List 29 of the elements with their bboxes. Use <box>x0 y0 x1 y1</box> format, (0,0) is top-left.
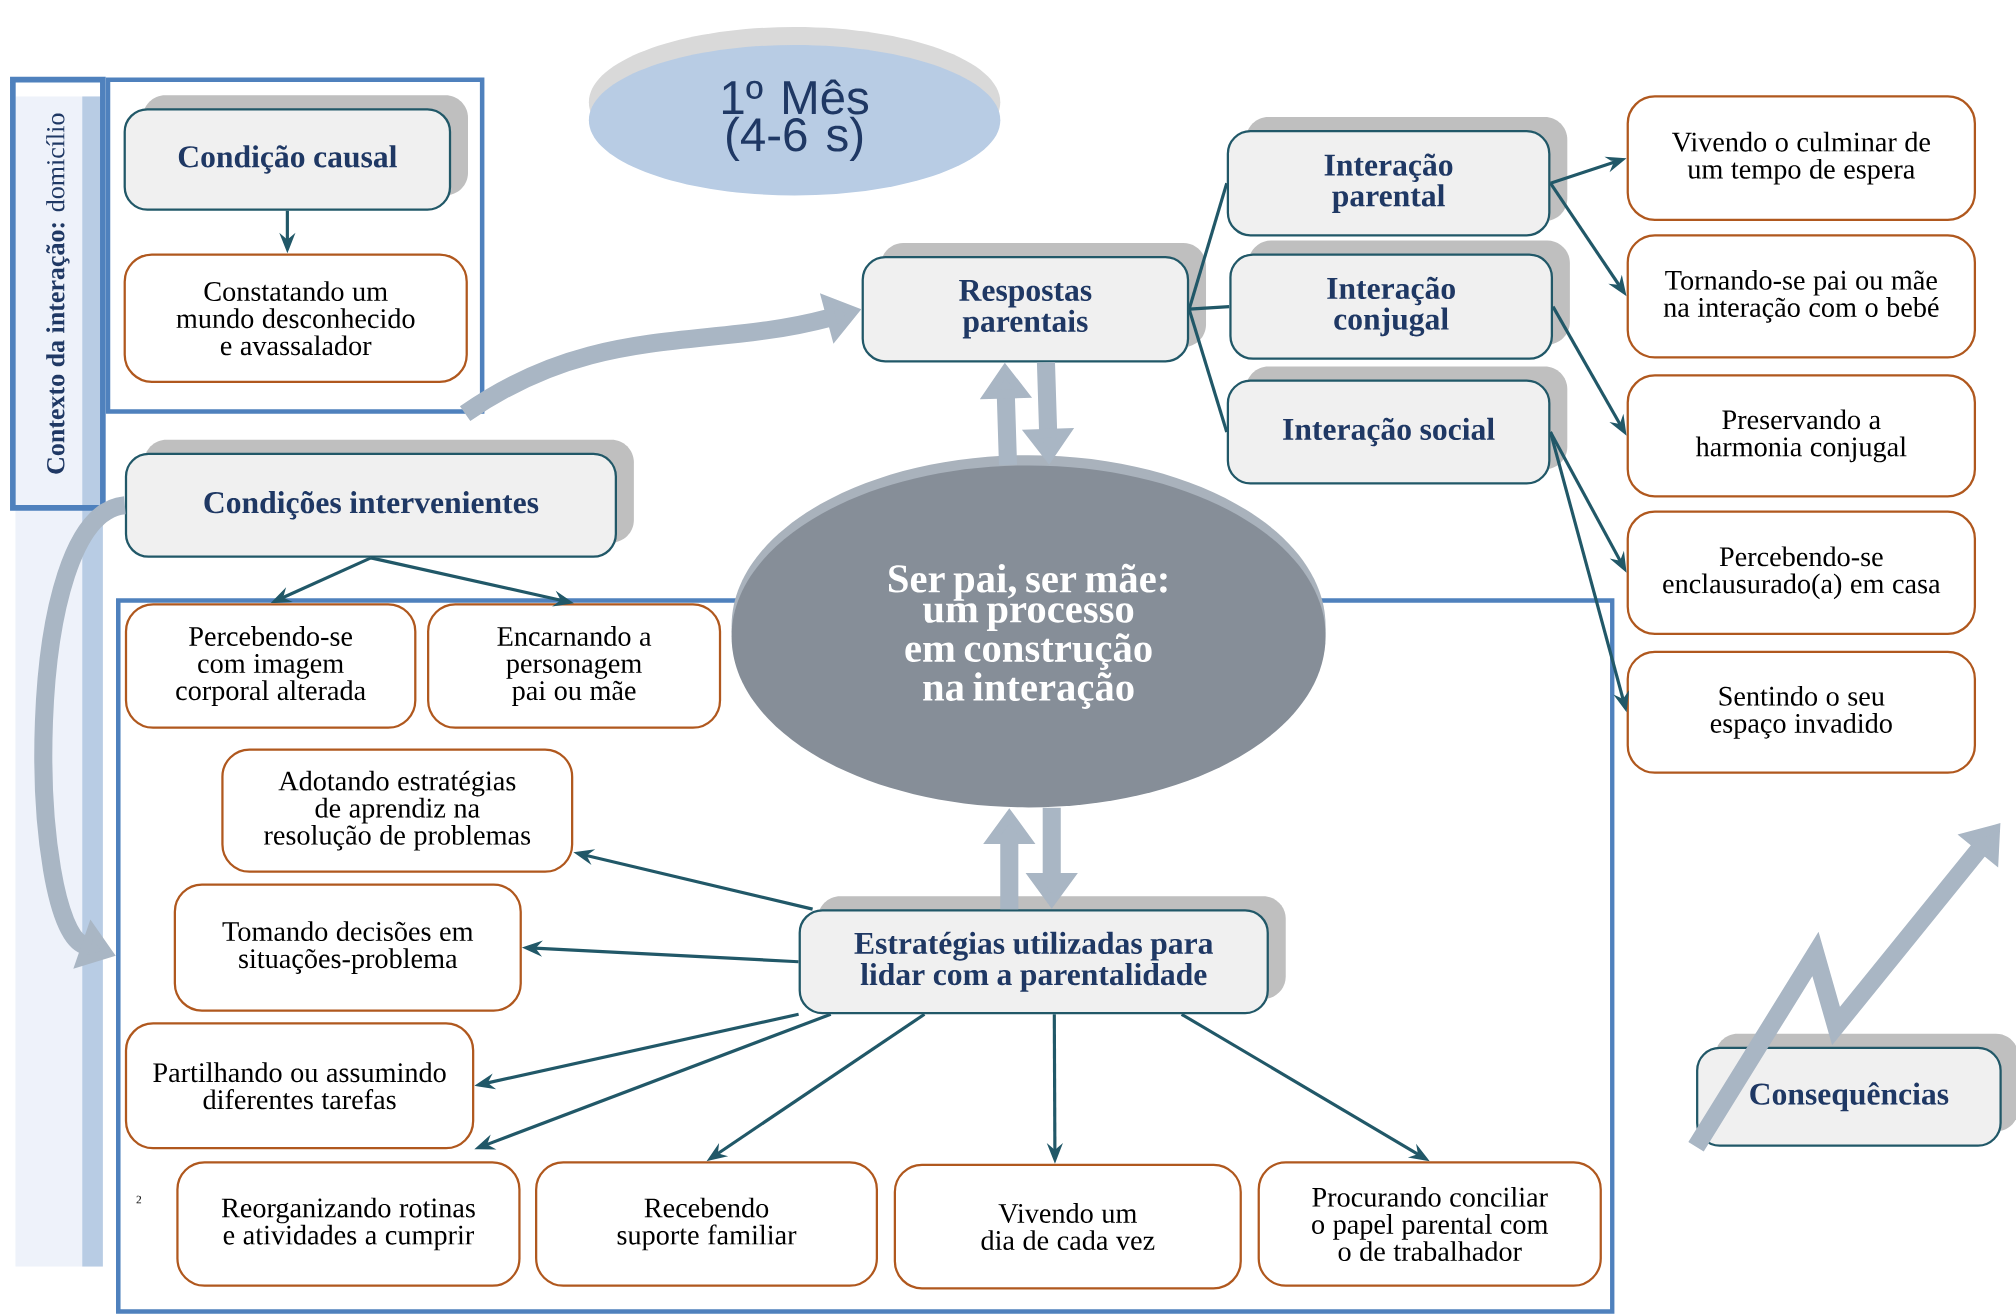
subcategory-box: Vivendo o culminar de um tempo de espera <box>1626 95 1977 221</box>
category-box: Respostas parentais <box>861 243 1206 363</box>
connector-line <box>1189 305 1230 311</box>
subcategory-box: Vivendo um dia de cada vez <box>893 1163 1242 1290</box>
footnote-mark: 2 <box>136 1195 142 1204</box>
subcategory-box: Adotando estratégias de aprendiz na resolução de problemas <box>221 748 574 873</box>
subcategory-box: Reorganizando rotinas e atividades a cumprir <box>176 1161 521 1287</box>
category-box: Estratégias utilizadas para lidar com a parentalidade <box>798 896 1286 1015</box>
subcategory-box: Percebendo-se com imagem corporal alterada <box>124 603 417 729</box>
connector-line <box>1187 308 1229 433</box>
category-box: Interação conjugal <box>1229 240 1570 360</box>
category-box: Consequências <box>1696 1033 2016 1147</box>
subcategory-box: Partilhando ou assumindo diferentes tarefas <box>124 1022 475 1150</box>
subcategory-box: Encarnando a personagem pai ou mãe <box>427 603 722 729</box>
context-band: Contexto da interação: domicílio <box>10 76 106 511</box>
category-box: Interação parental <box>1226 117 1568 237</box>
subcategory-box: Percebendo-se enclausurado(a) em casa <box>1626 510 1977 635</box>
subcategory-box: Procurando conciliar o papel parental com o de trabalhador <box>1257 1161 1602 1287</box>
category-box: Condição causal <box>123 95 468 211</box>
subcategory-box: Tomando decisões em situações-problema <box>173 883 522 1012</box>
subcategory-box: Preservando a harmonia conjugal <box>1626 374 1977 498</box>
subcategory-box: Tornando-se pai ou mãe na interação com o bebé <box>1626 234 1977 359</box>
group-frame <box>105 77 485 414</box>
category-box: Condições intervenientes <box>124 439 634 558</box>
subcategory-box: Recebendo suporte familiar <box>535 1161 878 1287</box>
subcategory-box: Sentindo o seu espaço invadido <box>1626 650 1977 774</box>
category-box: Interação social <box>1226 366 1568 485</box>
subcategory-box: Constatando um mundo desconhecido e avassalador <box>123 253 468 383</box>
connector-line <box>1187 182 1229 310</box>
